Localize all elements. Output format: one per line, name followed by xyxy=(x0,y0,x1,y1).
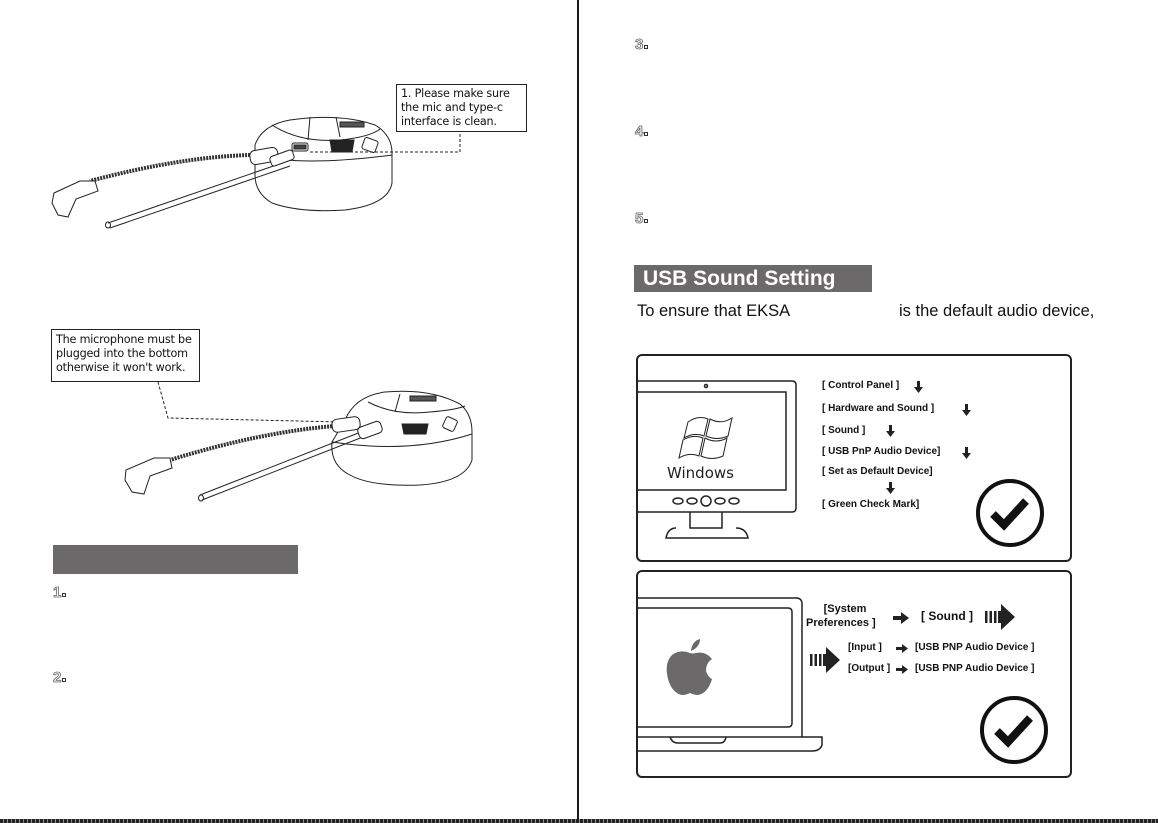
step-number-4: 4 xyxy=(635,123,649,141)
step-number-2: 2 xyxy=(53,669,67,687)
striped-right-arrow-icon xyxy=(810,647,840,673)
headset-illustration-top xyxy=(51,116,393,229)
step-4-num: 4 xyxy=(635,123,644,141)
mac-step-sound: [ Sound ] xyxy=(921,609,973,623)
section-header-bar-left xyxy=(53,545,298,574)
right-arrow-icon xyxy=(896,665,908,674)
right-arrow-icon xyxy=(893,612,909,624)
down-arrow-icon xyxy=(962,447,971,459)
mac-laptop-icon xyxy=(636,597,823,752)
mac-system-prefs-line1: [System xyxy=(823,603,867,615)
callout-plug-bottom: The microphone must be plugged into the … xyxy=(51,329,200,382)
intro-text-right: is the default audio device, xyxy=(899,302,1095,320)
apple-logo-icon xyxy=(666,639,712,695)
step-number-3: 3 xyxy=(635,36,649,54)
win-step-hardware-sound: [ Hardware and Sound ] xyxy=(822,403,935,414)
callout-leader-top xyxy=(310,132,461,153)
windows-label: Windows xyxy=(667,464,734,482)
mac-system-prefs-line2: Preferences ] xyxy=(806,617,876,629)
bottom-edge xyxy=(0,819,1158,823)
step-number-1: 1 xyxy=(53,584,67,602)
check-circle-icon xyxy=(980,696,1048,764)
callout-clean-text: 1. Please make sure the mic and type-c i… xyxy=(401,87,510,128)
check-circle-icon xyxy=(976,479,1044,547)
win-step-set-default: [ Set as Default Device] xyxy=(822,466,933,477)
windows-monitor-icon: Windows xyxy=(636,380,797,539)
windows-logo-icon xyxy=(678,416,733,460)
mac-output-device: [USB PNP Audio Device ] xyxy=(915,663,1035,674)
callout-clean-interface: 1. Please make sure the mic and type-c i… xyxy=(396,84,527,132)
right-arrow-icon xyxy=(896,644,908,653)
step-2-num: 2 xyxy=(53,669,62,687)
mac-input-device: [USB PNP Audio Device ] xyxy=(915,642,1035,653)
step-1-num: 1 xyxy=(53,584,62,602)
step-5-num: 5 xyxy=(635,210,644,228)
mac-output-label: [Output ] xyxy=(848,663,891,674)
step-3-num: 3 xyxy=(635,36,644,54)
down-arrow-icon xyxy=(962,404,971,416)
headset-illustration-bottom xyxy=(124,382,473,502)
page-divider xyxy=(577,0,579,823)
striped-right-arrow-icon xyxy=(985,604,1015,630)
win-step-sound: [ Sound ] xyxy=(822,425,866,436)
intro-text-left: To ensure that EKSA xyxy=(637,302,791,320)
mac-input-label: [Input ] xyxy=(848,642,882,653)
win-step-control-panel: [ Control Panel ] xyxy=(822,380,900,391)
down-arrow-icon xyxy=(886,482,895,494)
down-arrow-icon xyxy=(914,381,923,393)
win-step-usb-pnp: [ USB PnP Audio Device] xyxy=(822,446,941,457)
section-title-usb-sound: USB Sound Setting xyxy=(634,265,872,292)
win-step-green-check: [ Green Check Mark] xyxy=(822,499,920,510)
down-arrow-icon xyxy=(886,425,895,437)
callout-bottom-text: The microphone must be plugged into the … xyxy=(56,333,192,374)
step-number-5: 5 xyxy=(635,210,649,228)
